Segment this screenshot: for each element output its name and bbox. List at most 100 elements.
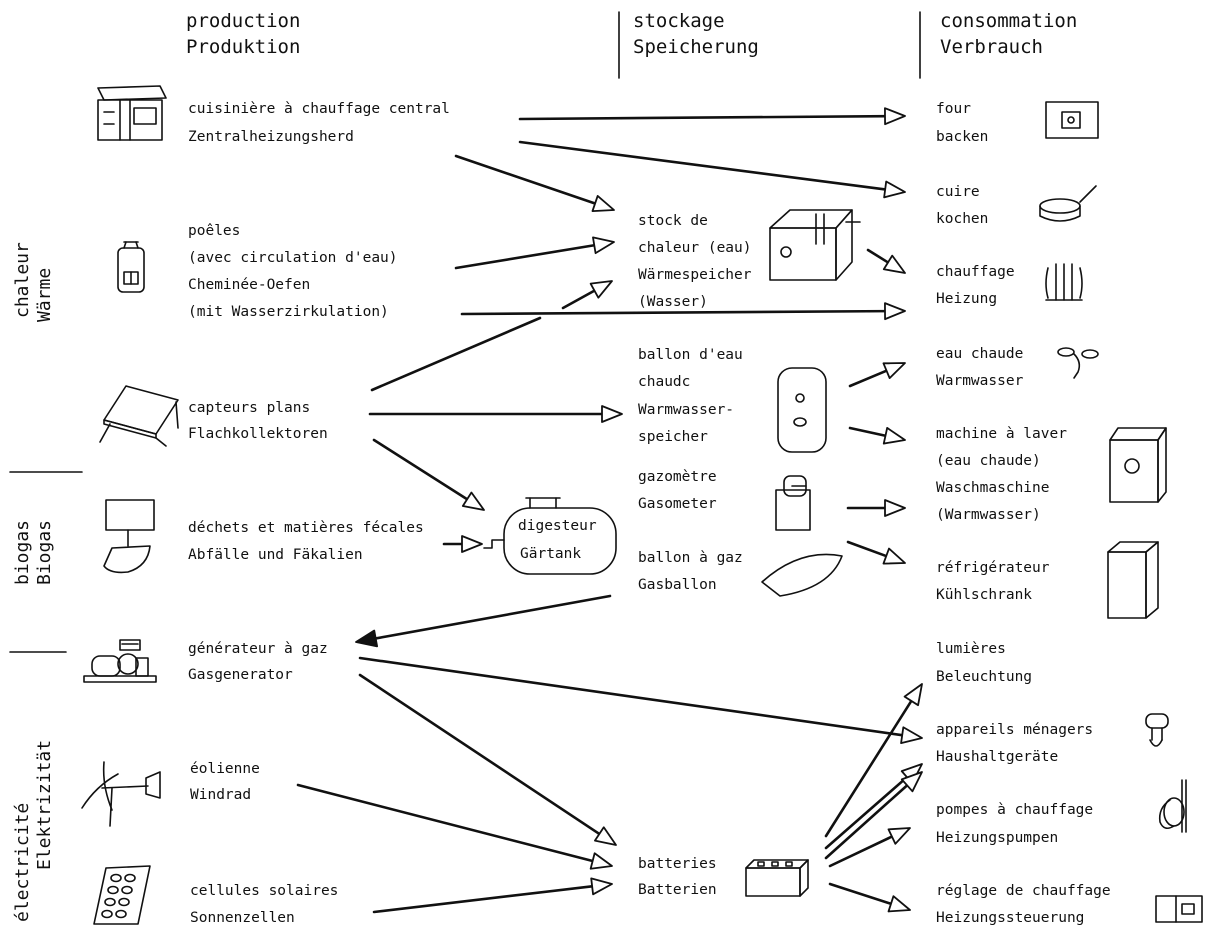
label-appliances-de: Haushaltgeräte	[936, 749, 1058, 765]
stove-icon	[97, 85, 167, 141]
batteries-to-pumps-1-line	[824, 784, 909, 860]
gasometer-to-washer-arrowhead	[884, 499, 906, 517]
category-heat-fr: chaleur	[12, 242, 33, 318]
label-hot-water-tank-4: speicher	[638, 429, 708, 445]
stove-to-cook-arrowhead	[883, 180, 906, 199]
gas-generator-icon	[83, 639, 157, 683]
consumption-labels: four backen cuire kochen chauffage Heizu…	[936, 101, 1111, 926]
washing-machine-icon	[1109, 427, 1167, 503]
mixer-icon	[1145, 713, 1169, 747]
batteries-to-pumps-2-line	[828, 835, 894, 868]
storage-labels: stock de chaleur (eau) Wärmespeicher (Wa…	[518, 213, 752, 898]
gas-balloon-to-fridge-line	[846, 540, 888, 558]
solar-cells-icon	[93, 865, 151, 925]
header-production-de: Produktion	[186, 36, 300, 58]
label-gas-balloon-fr: ballon à gaz	[638, 550, 743, 566]
label-heating-control-de: Heizungssteuerung	[936, 910, 1084, 926]
label-batteries-fr: batteries	[638, 856, 717, 872]
waste-to-digester-arrowhead	[461, 535, 483, 553]
label-generator-de: Gasgenerator	[188, 667, 293, 683]
batteries-icon	[745, 859, 809, 897]
label-generator-fr: générateur à gaz	[188, 641, 328, 657]
faucet-icon	[1057, 347, 1099, 379]
label-ovens-2: (avec circulation d'eau)	[188, 250, 398, 266]
wind-to-batteries-arrowhead	[589, 852, 613, 870]
water-tank-to-hot-water-line	[848, 369, 888, 388]
label-heat-store-1: stock de	[638, 213, 708, 229]
solar-to-batteries-arrowhead	[590, 877, 613, 896]
label-hot-water-de: Warmwasser	[936, 373, 1024, 389]
pump-icon	[1158, 779, 1187, 833]
wind-turbine-icon	[81, 761, 161, 827]
label-hot-water-fr: eau chaude	[936, 346, 1023, 362]
label-waste-de: Abfälle und Fäkalien	[188, 547, 363, 563]
label-appliances-fr: appareils ménagers	[936, 722, 1093, 738]
category-electricity-de: Elektrizität	[34, 740, 55, 870]
cooking-pot-icon	[1039, 185, 1097, 222]
collector-to-digester-line	[372, 438, 469, 501]
stove-to-heat-store-line	[454, 154, 597, 205]
gas-to-generator-line	[374, 594, 612, 640]
label-ovens-4: (mit Wasserzirkulation)	[188, 304, 389, 320]
collector-to-digester-arrowhead	[461, 491, 485, 511]
label-fridge-de: Kühlschrank	[936, 587, 1032, 603]
label-gas-balloon-de: Gasballon	[638, 577, 717, 593]
column-headers: production Produktion stockage Speicheru…	[186, 10, 1077, 79]
header-consumption-de: Verbrauch	[940, 36, 1043, 58]
label-stove-fr: cuisinière à chauffage central	[188, 101, 450, 117]
wind-to-batteries-line	[296, 783, 594, 863]
collector-to-heat-store-line	[561, 289, 596, 310]
generator-to-batteries-arrowhead	[594, 826, 617, 846]
solar-to-batteries-line	[372, 885, 594, 914]
label-heating-control-fr: réglage de chauffage	[936, 883, 1111, 899]
collector-to-heat-store-arrowhead	[589, 280, 613, 299]
label-fridge-fr: réfrigérateur	[936, 560, 1050, 576]
header-production-fr: production	[186, 10, 300, 32]
flow-arrows	[296, 107, 923, 914]
heat-store-to-heating-arrowhead	[882, 254, 906, 274]
label-wind-de: Windrad	[190, 787, 251, 803]
header-storage-fr: stockage	[633, 10, 725, 32]
refrigerator-icon	[1107, 541, 1159, 619]
label-digester-de: Gärtank	[520, 546, 581, 562]
label-washing-machine-2: (eau chaude)	[936, 453, 1041, 469]
category-labels: chaleur Wärme biogas Biogas électricité …	[9, 242, 83, 922]
label-gasometer-de: Gasometer	[638, 496, 717, 512]
label-washing-machine-3: Waschmaschine	[936, 480, 1050, 496]
label-oven-de: backen	[936, 129, 988, 145]
label-heating-fr: chauffage	[936, 264, 1015, 280]
header-consumption-fr: consommation	[940, 10, 1077, 32]
production-labels: cuisinière à chauffage central Zentralhe…	[188, 101, 450, 926]
label-heat-store-2: chaleur (eau)	[638, 240, 752, 256]
ovens-to-heating-arrowhead	[884, 302, 906, 321]
generator-to-appliances-arrowhead	[900, 726, 923, 745]
label-oven-fr: four	[936, 101, 971, 117]
ovens-to-heat-store-arrowhead	[592, 236, 615, 255]
label-washing-machine-4: (Warmwasser)	[936, 507, 1041, 523]
category-electricity-fr: électricité	[12, 803, 33, 922]
stove-to-heat-store-arrowhead	[591, 195, 615, 213]
digester-tank-icon	[483, 497, 617, 575]
solar-collector-icon	[99, 385, 179, 447]
category-heat-de: Wärme	[34, 268, 55, 322]
header-storage-de: Speicherung	[633, 36, 759, 58]
label-collectors-de: Flachkollektoren	[188, 426, 328, 442]
label-pumps-fr: pompes à chauffage	[936, 802, 1093, 818]
label-ovens-3: Cheminée-Oefen	[188, 277, 310, 293]
heat-store-to-heating-line	[866, 248, 890, 264]
label-gasometer-fr: gazomètre	[638, 469, 717, 485]
label-lights-fr: lumières	[936, 641, 1006, 657]
batteries-to-pumps-2-arrowhead	[887, 827, 911, 845]
oven-icon	[1045, 101, 1099, 139]
thermostat-icon	[1155, 895, 1203, 923]
label-digester-fr: digesteur	[518, 518, 597, 534]
collector-to-water-tank-arrowhead	[601, 405, 623, 423]
toilet-icon	[103, 499, 155, 574]
label-stove-de: Zentralheizungsherd	[188, 129, 354, 145]
generator-to-appliances-line	[358, 656, 904, 737]
collector-to-heat-store-line-line	[370, 316, 542, 392]
batteries-to-lights-line	[824, 699, 913, 838]
batteries-to-pumps-1-arrowhead	[900, 771, 923, 793]
